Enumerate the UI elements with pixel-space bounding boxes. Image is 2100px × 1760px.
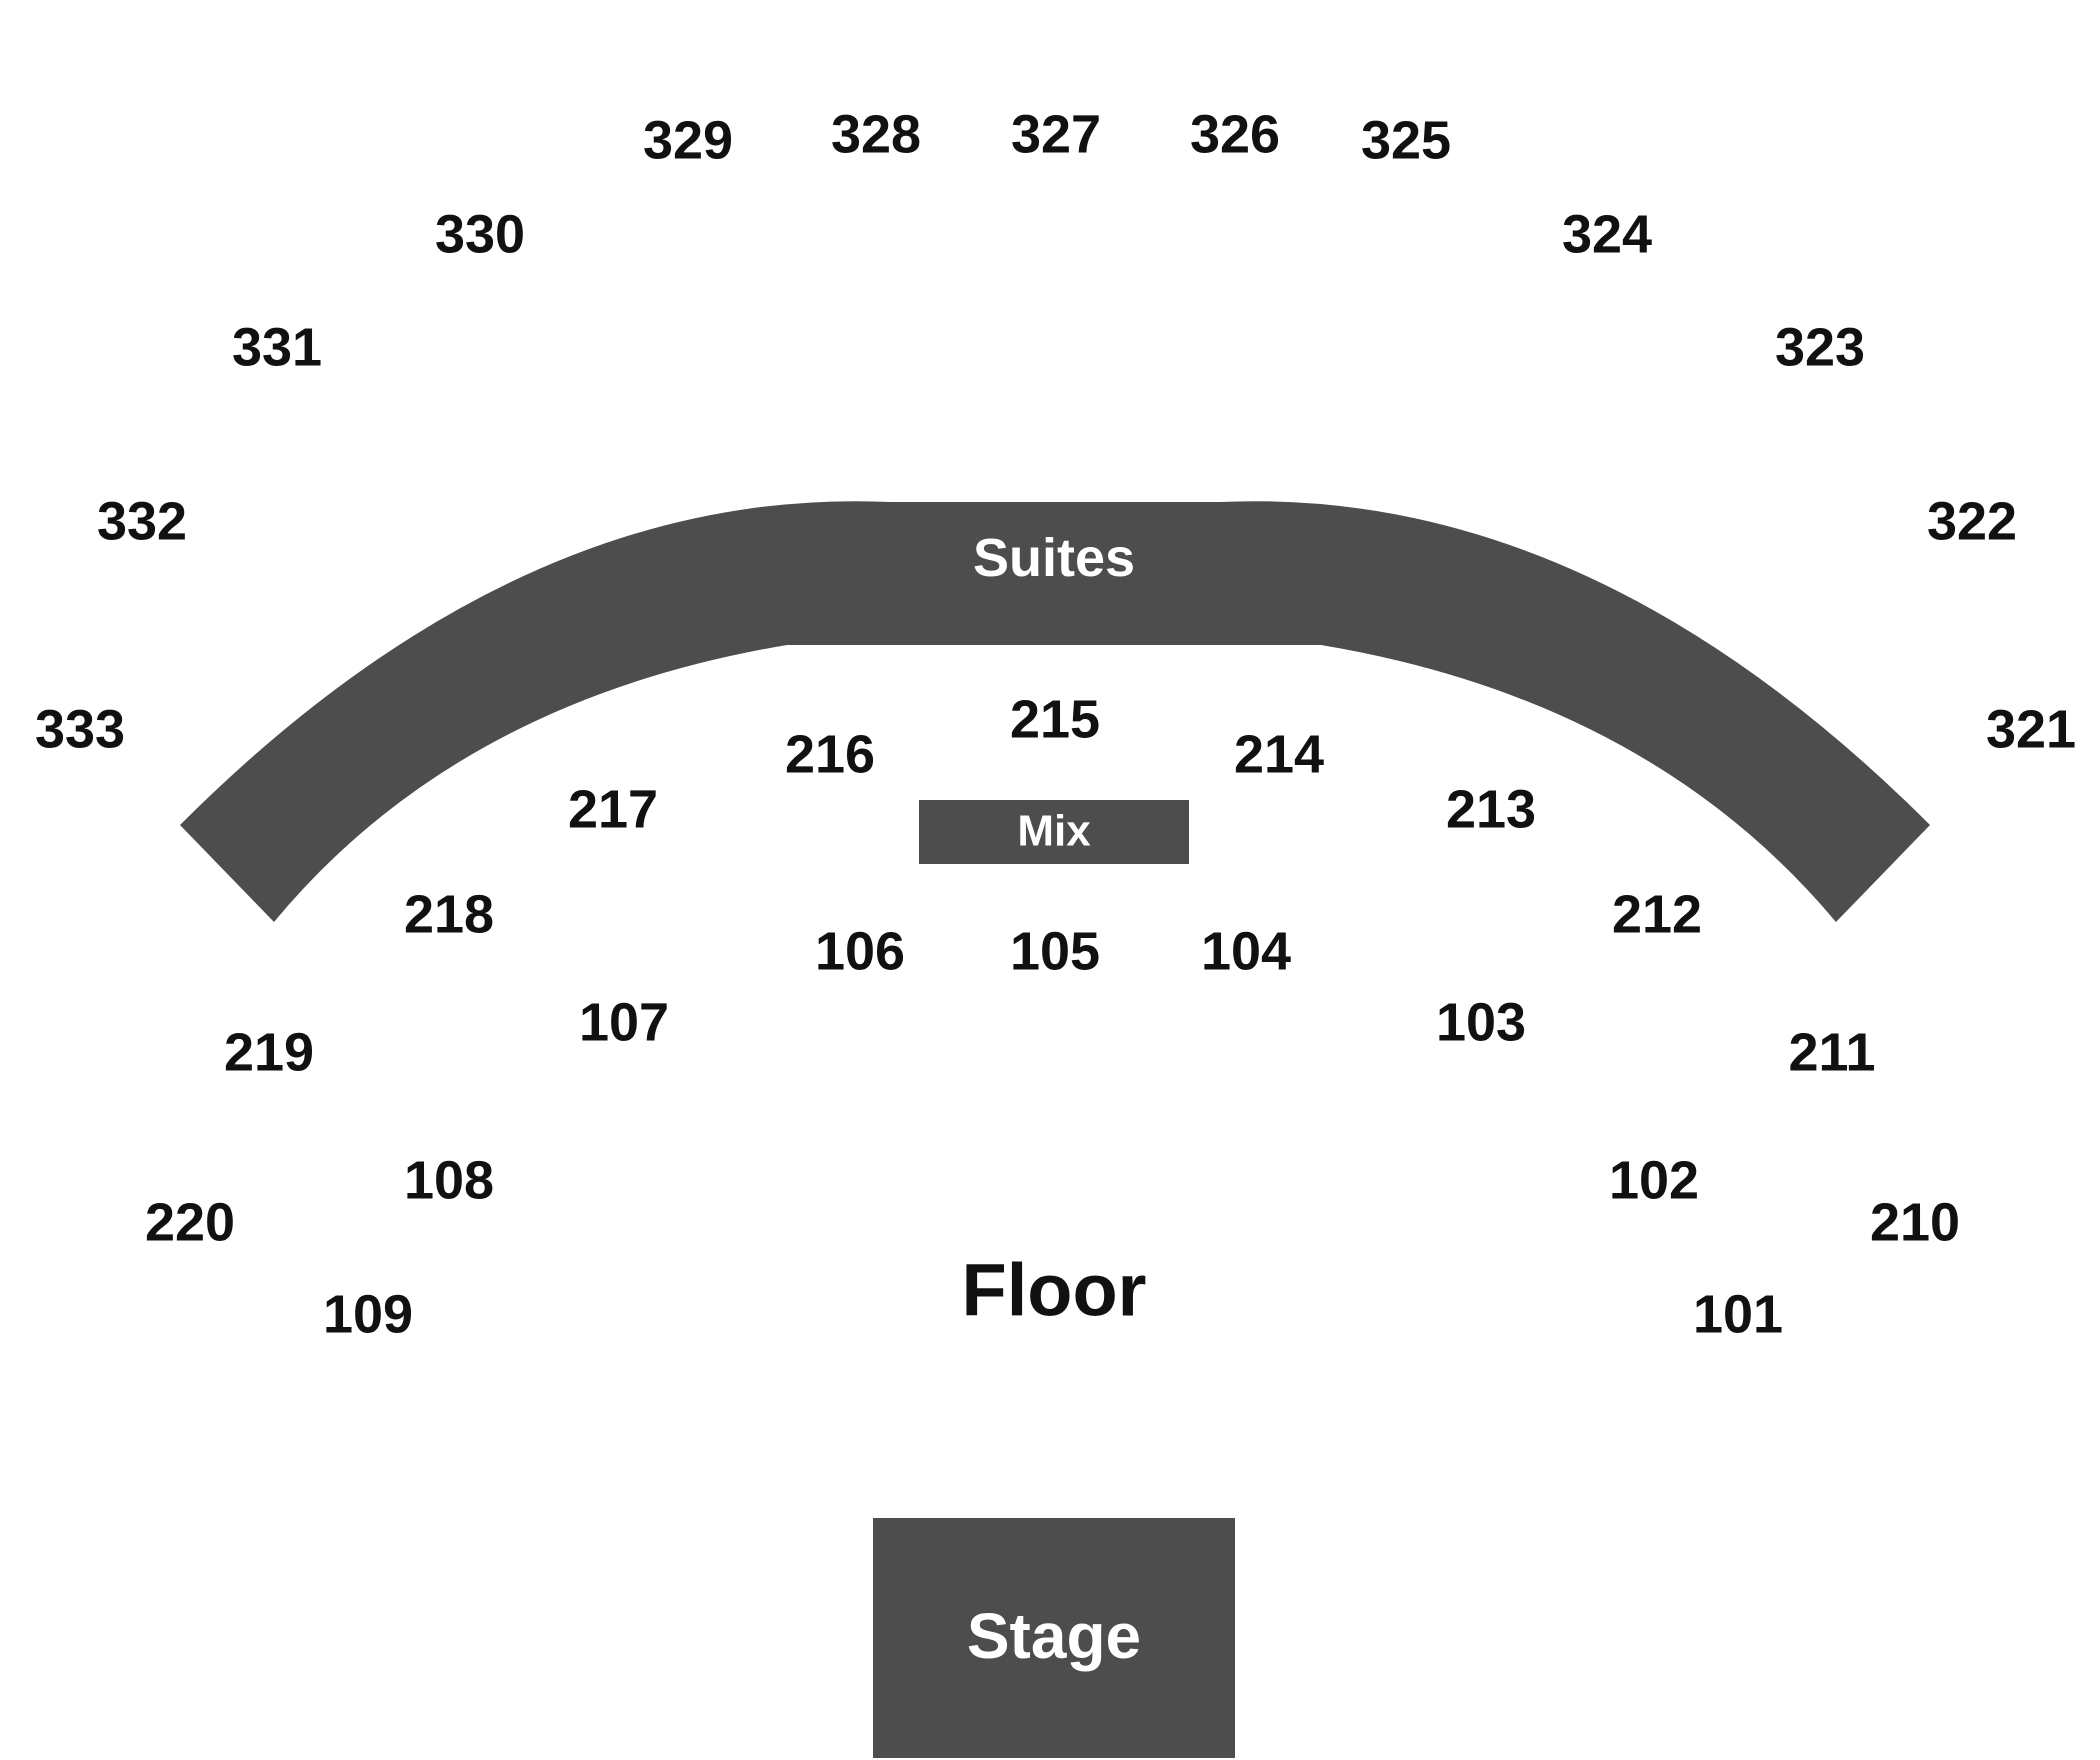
section-216[interactable]: 216 [785,724,875,784]
mix-area[interactable]: Mix [919,800,1189,864]
section-220[interactable]: 220 [145,1192,235,1252]
section-331[interactable]: 331 [232,317,322,377]
stage-label: Stage [967,1600,1141,1672]
section-214[interactable]: 214 [1234,724,1324,784]
section-104[interactable]: 104 [1201,921,1291,981]
section-332[interactable]: 332 [97,491,187,551]
stage-area: Stage [873,1518,1235,1758]
section-323[interactable]: 323 [1775,317,1865,377]
stage-box [873,1518,1235,1758]
section-333[interactable]: 333 [35,699,125,759]
section-101[interactable]: 101 [1693,1284,1783,1344]
section-218[interactable]: 218 [404,884,494,944]
section-109[interactable]: 109 [323,1284,413,1344]
section-321[interactable]: 321 [1986,699,2076,759]
section-107[interactable]: 107 [579,992,669,1052]
section-102[interactable]: 102 [1609,1150,1699,1210]
tier-300-sections: 333 332 331 330 329 328 327 326 325 324 … [35,104,2076,759]
section-330[interactable]: 330 [435,204,525,264]
suites-area[interactable]: Suites [180,501,1930,922]
section-322[interactable]: 322 [1927,491,2017,551]
section-213[interactable]: 213 [1446,779,1536,839]
section-212[interactable]: 212 [1612,884,1702,944]
mix-box[interactable] [919,800,1189,864]
section-215[interactable]: 215 [1010,689,1100,749]
suites-band[interactable] [180,501,1930,922]
suites-label: Suites [973,528,1135,588]
section-219[interactable]: 219 [224,1022,314,1082]
section-105[interactable]: 105 [1010,921,1100,981]
section-217[interactable]: 217 [568,779,658,839]
mix-label: Mix [1017,807,1091,856]
section-210[interactable]: 210 [1870,1192,1960,1252]
section-329[interactable]: 329 [643,110,733,170]
section-211[interactable]: 211 [1788,1022,1875,1082]
section-327[interactable]: 327 [1011,104,1101,164]
tier-100-sections: 109 108 107 106 105 104 103 102 101 [323,921,1783,1344]
floor-label: Floor [962,1249,1147,1332]
section-324[interactable]: 324 [1562,204,1652,264]
section-106[interactable]: 106 [815,921,905,981]
tier-200-sections: 220 219 218 217 216 215 214 213 212 211 … [145,689,1960,1252]
section-325[interactable]: 325 [1361,110,1451,170]
section-103[interactable]: 103 [1436,992,1526,1052]
section-326[interactable]: 326 [1190,104,1280,164]
section-328[interactable]: 328 [831,104,921,164]
section-108[interactable]: 108 [404,1150,494,1210]
